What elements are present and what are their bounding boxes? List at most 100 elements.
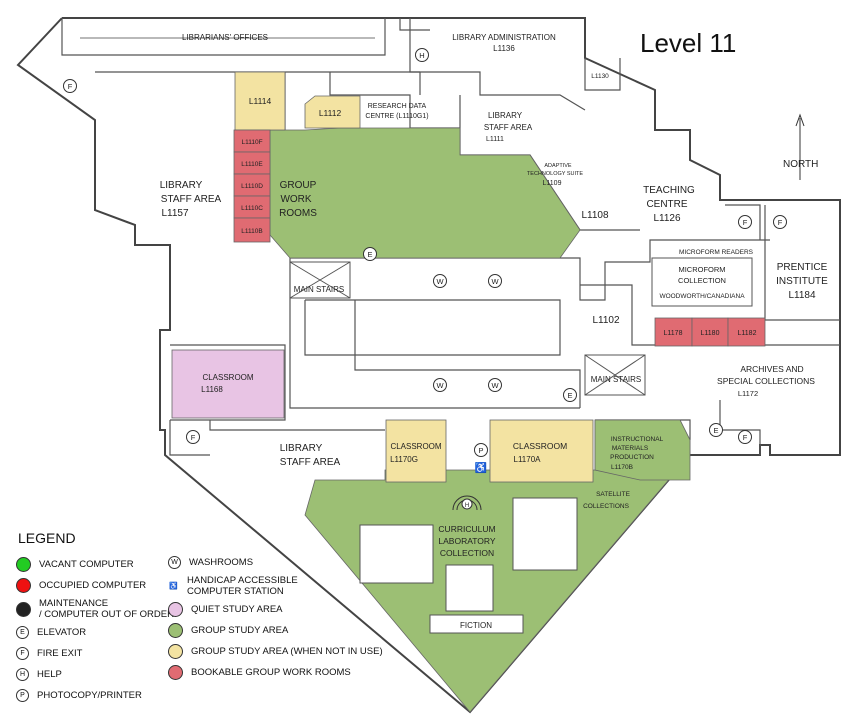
legend-label: QUIET STUDY AREA [191, 604, 283, 615]
main-stairs-right [584, 354, 646, 396]
label-l1180: L1180 [701, 330, 720, 337]
room-classroom-l1168[interactable] [171, 349, 285, 419]
label-l1130: L1130 [591, 73, 609, 80]
handicap-icon: ♿ [169, 583, 178, 590]
label-l1168: L1168 [201, 385, 223, 394]
svg-text:F: F [743, 433, 748, 442]
label-l1136: L1136 [493, 44, 515, 53]
label-archives-2: SPECIAL COLLECTIONS [717, 376, 815, 386]
label-group-work-1: GROUP [280, 180, 317, 191]
label-librarians-offices: LIBRARIANS' OFFICES [182, 33, 268, 42]
bookable-rooms-l1110 [233, 129, 271, 243]
label-group-work-3: ROOMS [279, 208, 317, 219]
legend-label: WASHROOMS [189, 557, 254, 568]
maintenance-swatch-icon [16, 601, 31, 617]
legend-item-photocopy: P PHOTOCOPY/PRINTER [16, 685, 174, 706]
label-l1108: L1108 [581, 210, 609, 221]
fiction-box [429, 614, 524, 634]
washroom-icon: W [168, 556, 181, 569]
label-prentice-2: INSTITUTE [776, 276, 828, 287]
legend-label: FIRE EXIT [37, 648, 83, 659]
room-l1112[interactable] [304, 95, 361, 129]
interior-walls [61, 18, 840, 456]
label-main-stairs-right: MAIN STAIRS [591, 375, 642, 384]
group-study-area-l1110a [269, 127, 581, 259]
label-l1109: L1109 [543, 180, 562, 187]
label-teaching-centre-2: CENTRE [646, 199, 687, 210]
label-imp-2: MATERIALS [612, 445, 649, 452]
svg-text:P: P [478, 446, 483, 455]
elevator-icon: E [16, 626, 29, 639]
elevator-icon: E [563, 388, 577, 402]
north-arrow [795, 113, 805, 180]
label-clc-2: LABORATORY [438, 536, 495, 546]
microform-collection-room [651, 257, 753, 307]
legend-item-maintenance: MAINTENANCE/ COMPUTER OUT OF ORDER [16, 596, 174, 622]
label-clc-3: COLLECTION [440, 548, 494, 558]
label-library-staff-left-1: LIBRARY [160, 180, 203, 191]
north-label: NORTH [783, 159, 818, 170]
label-l1110d: L1110D [241, 183, 263, 190]
washroom-icon: W [433, 378, 447, 392]
photocopy-icon: P [16, 689, 29, 702]
svg-text:F: F [68, 82, 73, 91]
label-prentice-1: PRENTICE [777, 262, 828, 273]
label-library-staff-bottom-2: STAFF AREA [280, 457, 341, 468]
legend-item-help: H HELP [16, 664, 174, 685]
legend-item-occupied: OCCUPIED COMPUTER [16, 575, 174, 596]
page-title: Level 11 [640, 28, 737, 58]
occupied-swatch-icon [16, 578, 31, 593]
legend-label: ELEVATOR [37, 627, 87, 638]
photocopy-icon: P [474, 443, 488, 457]
room-l1182[interactable] [727, 317, 766, 347]
label-library-staff-top-2: STAFF AREA [484, 123, 533, 132]
room-l1180[interactable] [691, 317, 729, 347]
label-l1110e: L1110E [241, 161, 263, 168]
label-l1182: L1182 [738, 330, 757, 337]
label-library-staff-bottom-1: LIBRARY [280, 443, 323, 454]
label-clc-1: CURRICULUM [438, 524, 495, 534]
label-adaptive-1: ADAPTIVE [544, 163, 572, 169]
room-classroom-l1170a[interactable] [489, 419, 594, 483]
handicap-icon: ♿ [475, 461, 487, 474]
label-satellite-1: SATELLITE [596, 491, 631, 498]
label-archives-1: ARCHIVES AND [740, 364, 803, 374]
legend-label: PHOTOCOPY/PRINTER [37, 690, 142, 701]
fire-exit-icon: F [738, 215, 752, 229]
legend-item-group-study: GROUP STUDY AREA [168, 620, 383, 641]
svg-text:E: E [367, 250, 372, 259]
label-adaptive-2: TECHNOLOGY SUITE [527, 171, 583, 177]
legend-item-vacant: VACANT COMPUTER [16, 554, 174, 575]
svg-text:W: W [436, 381, 444, 390]
legend-item-fire-exit: F FIRE EXIT [16, 643, 174, 664]
legend-item-bookable: BOOKABLE GROUP WORK ROOMS [168, 662, 383, 683]
label-l1126: L1126 [653, 213, 681, 224]
label-l1172: L1172 [738, 389, 758, 398]
legend-left-column: VACANT COMPUTER OCCUPIED COMPUTER MAINTE… [16, 554, 174, 706]
washroom-icon: W [433, 274, 447, 288]
label-l1114: L1114 [249, 96, 272, 106]
label-l1110f: L1110F [241, 139, 262, 146]
svg-text:W: W [491, 277, 499, 286]
label-classroom-l1170g: CLASSROOM [390, 442, 441, 451]
svg-text:W: W [436, 277, 444, 286]
room-l1110b[interactable] [233, 217, 271, 243]
label-fiction: FICTION [460, 621, 492, 630]
label-microform-3: WOODWORTH/CANADIANA [659, 293, 745, 300]
legend-label: GROUP STUDY AREA [191, 625, 289, 636]
legend-item-quiet-study: QUIET STUDY AREA [168, 599, 383, 620]
label-group-work-2: WORK [280, 194, 311, 205]
group-study-not-in-use-swatch-icon [168, 644, 183, 659]
room-classroom-l1170g[interactable] [385, 419, 447, 483]
room-l1114[interactable] [234, 71, 286, 131]
legend-item-elevator: E ELEVATOR [16, 622, 174, 643]
legend-title: LEGEND [18, 530, 76, 546]
fire-exit-icon: F [16, 647, 29, 660]
elevator-icon: E [709, 423, 723, 437]
label-library-staff-left-2: STAFF AREA [161, 194, 222, 205]
legend-label: VACANT COMPUTER [39, 559, 134, 570]
legend-item-washrooms: W WASHROOMS [168, 552, 383, 573]
